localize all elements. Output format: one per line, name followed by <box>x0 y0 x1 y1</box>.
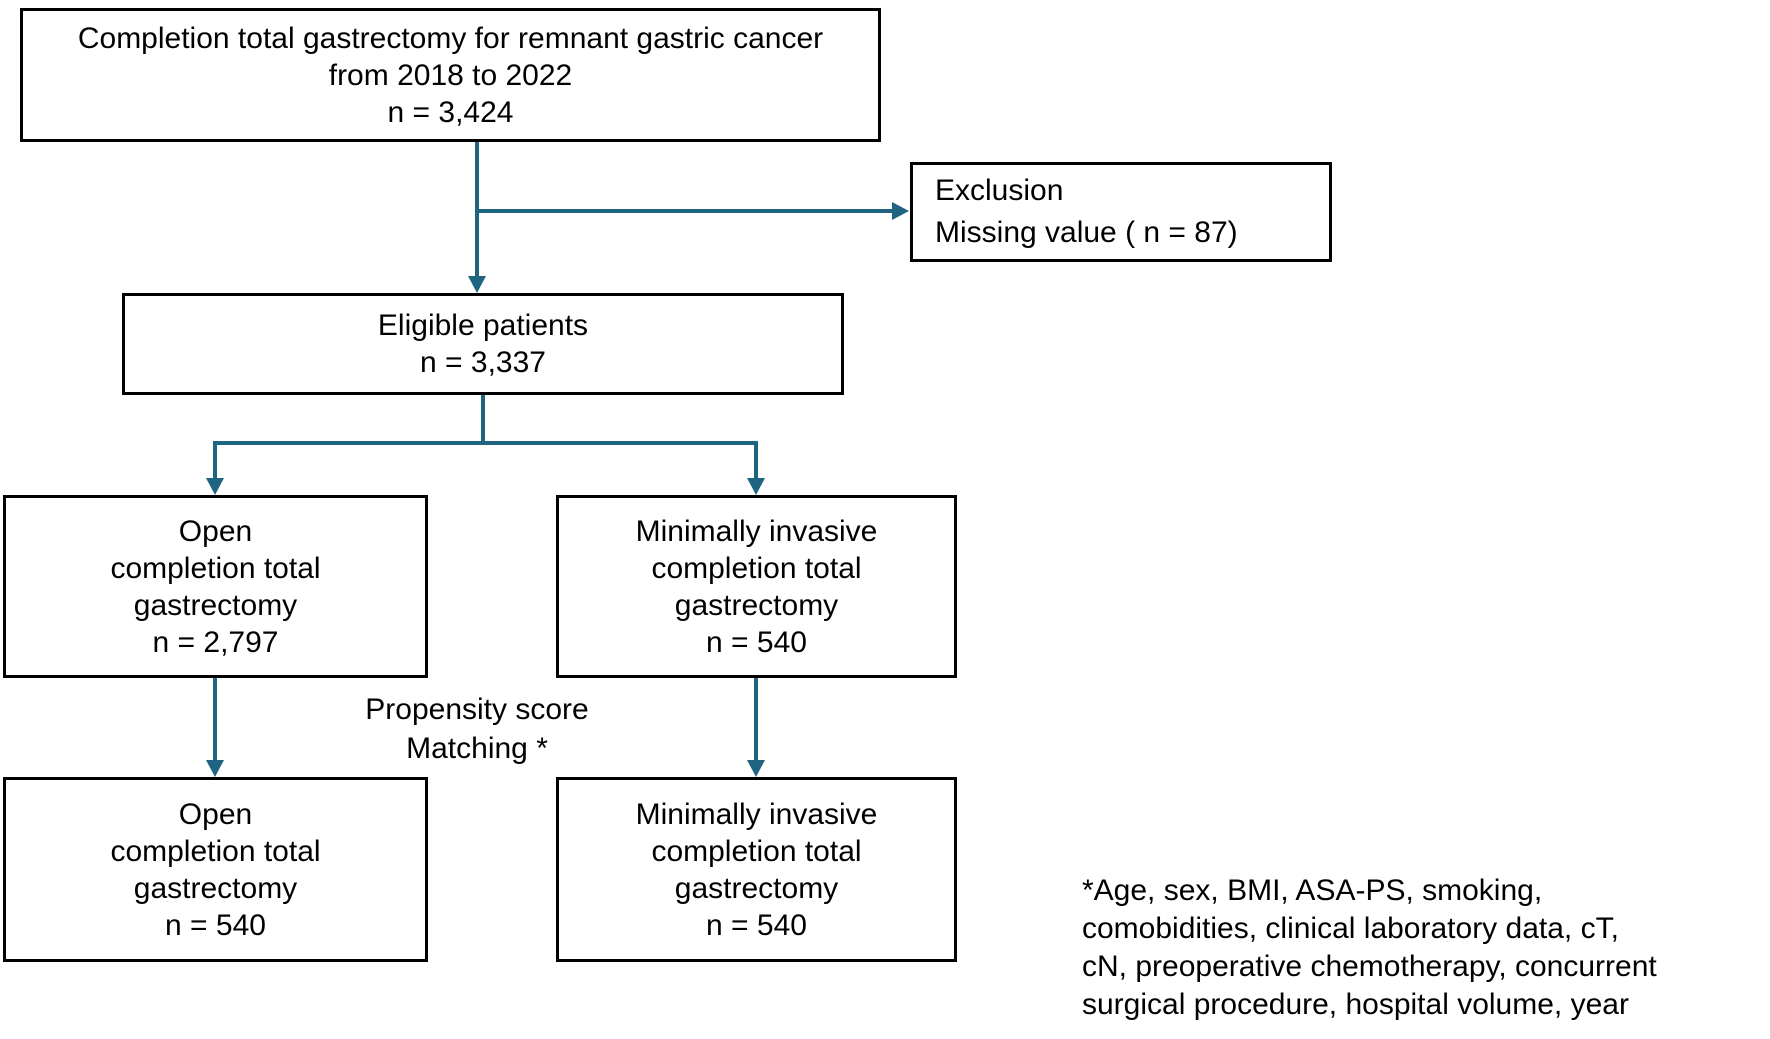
mis-prematch-line3: gastrectomy <box>674 588 839 622</box>
footnote-line2: comobidities, clinical laboratory data, … <box>1082 912 1619 945</box>
mis-postmatch-count: n = 540 <box>706 908 807 942</box>
minimally-invasive-prematch-box: Minimally invasive completion total gast… <box>556 495 957 678</box>
arrow-mis-pre-to-post-head <box>747 760 765 777</box>
footnote-line3: cN, preoperative chemotherapy, concurren… <box>1082 950 1657 983</box>
eligible-patients-count: n = 3,337 <box>420 346 546 379</box>
arrow-source-to-eligible-head <box>468 276 486 293</box>
mis-postmatch-line3: gastrectomy <box>674 871 839 905</box>
open-gastrectomy-prematch-box: Open completion total gastrectomy n = 2,… <box>3 495 428 678</box>
exclusion-box: Exclusion Missing value ( n = 87) <box>910 162 1332 262</box>
open-postmatch-count: n = 540 <box>165 908 266 942</box>
arrow-to-mis-pre-head <box>747 478 765 495</box>
footnote-line4: surgical procedure, hospital volume, yea… <box>1082 988 1629 1021</box>
mis-postmatch-line1: Minimally invasive <box>635 797 878 831</box>
open-postmatch-line1: Open <box>178 797 253 831</box>
footnote-line1: *Age, sex, BMI, ASA-PS, smoking, <box>1082 874 1543 907</box>
propensity-matching-line2: Matching * <box>406 732 548 765</box>
source-population-count: n = 3,424 <box>387 95 514 129</box>
exclusion-reason-count: Missing value ( n = 87) <box>935 216 1238 249</box>
open-gastrectomy-postmatch-box: Open completion total gastrectomy n = 54… <box>3 777 428 962</box>
open-prematch-line1: Open <box>178 514 253 548</box>
source-population-box: Completion total gastrectomy for remnant… <box>20 8 881 142</box>
mis-prematch-count: n = 540 <box>706 625 807 659</box>
arrow-to-open-pre-head <box>206 478 224 495</box>
eligible-patients-box: Eligible patients n = 3,337 <box>122 293 844 395</box>
eligible-patients-title: Eligible patients <box>377 309 589 342</box>
mis-prematch-line1: Minimally invasive <box>635 514 878 548</box>
arrow-open-pre-to-post-head <box>206 760 224 777</box>
arrow-to-exclusion-head <box>892 202 909 220</box>
matching-covariates-footnote: *Age, sex, BMI, ASA-PS, smoking, comobid… <box>1082 872 1770 1024</box>
minimally-invasive-postmatch-box: Minimally invasive completion total gast… <box>556 777 957 962</box>
open-prematch-count: n = 2,797 <box>152 625 279 659</box>
open-postmatch-line2: completion total <box>110 834 321 868</box>
exclusion-title: Exclusion <box>935 174 1064 207</box>
open-prematch-line3: gastrectomy <box>133 588 298 622</box>
open-postmatch-line3: gastrectomy <box>133 871 298 905</box>
source-population-period: from 2018 to 2022 <box>328 58 573 92</box>
open-prematch-line2: completion total <box>110 551 321 585</box>
propensity-matching-line1: Propensity score <box>365 693 589 726</box>
mis-postmatch-line2: completion total <box>651 834 862 868</box>
source-population-title: Completion total gastrectomy for remnant… <box>77 21 824 55</box>
propensity-matching-label: Propensity score Matching * <box>277 690 677 768</box>
mis-prematch-line2: completion total <box>651 551 862 585</box>
